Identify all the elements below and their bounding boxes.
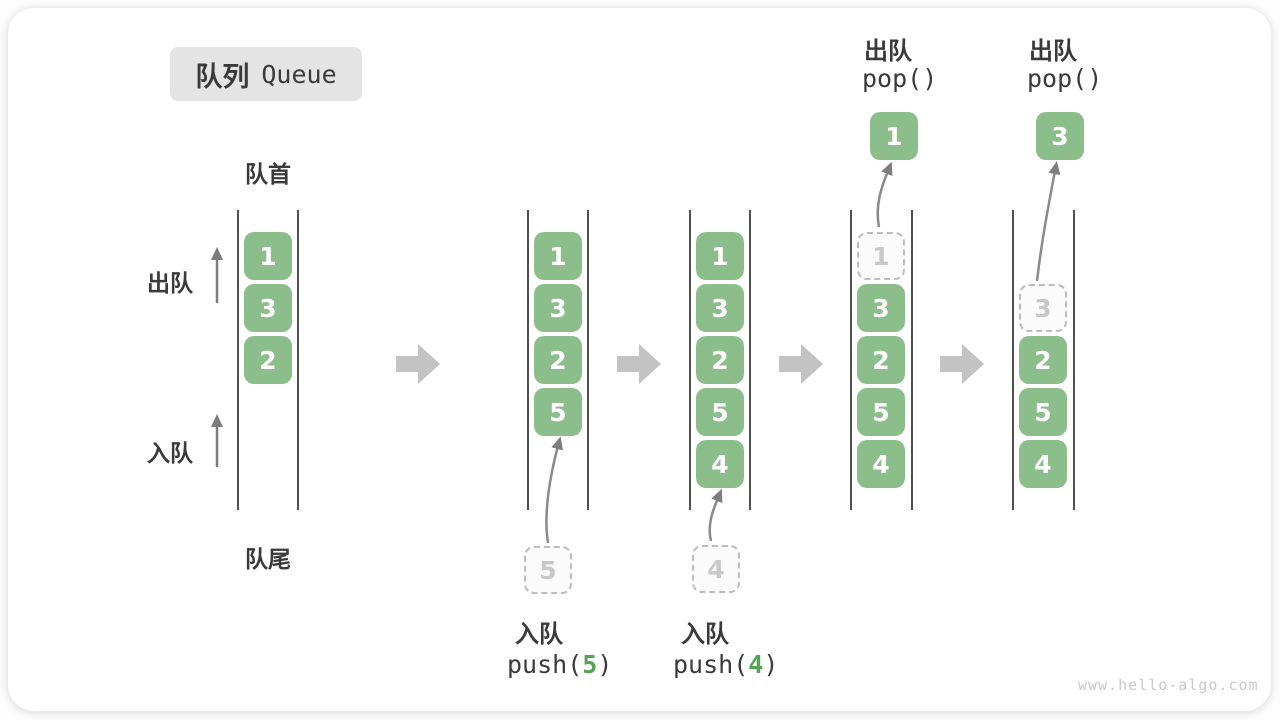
queue2-cell: 3 — [534, 284, 582, 332]
queue1-cell: 3 — [244, 284, 292, 332]
label-queue-front: 队首 — [245, 162, 291, 188]
queue2-caption-action: 入队 — [515, 620, 563, 648]
queue2-cell: 2 — [534, 336, 582, 384]
diagram-card — [8, 8, 1271, 711]
label-enqueue-left: 入队 — [147, 441, 193, 467]
queue5-cell: 5 — [1019, 388, 1067, 436]
queue3-incoming-ghost: 4 — [692, 545, 740, 593]
fn-pre: push( — [507, 650, 583, 679]
watermark: www.hello-algo.com — [1078, 676, 1259, 694]
title-box: 队列 Queue — [170, 47, 362, 101]
queue3-cell: 3 — [696, 284, 744, 332]
queue4-cell: 3 — [857, 284, 905, 332]
queue4-caption-fn: pop() — [862, 64, 938, 93]
title-en: Queue — [261, 59, 337, 89]
queue5-right-wall — [1073, 210, 1075, 510]
queue4-cell: 5 — [857, 388, 905, 436]
queue4-right-wall — [911, 210, 913, 510]
queue5-popped-cell: 3 — [1036, 112, 1084, 160]
queue3-cell: 1 — [696, 232, 744, 280]
queue1-left-wall — [237, 210, 239, 510]
queue5-cell: 2 — [1019, 336, 1067, 384]
queue1-right-wall — [297, 210, 299, 510]
queue2-incoming-ghost: 5 — [524, 546, 572, 594]
fn-pre: push( — [673, 650, 749, 679]
queue3-left-wall — [689, 210, 691, 510]
label-queue-rear: 队尾 — [245, 547, 291, 573]
queue4-cell: 4 — [857, 440, 905, 488]
queue2-caption-fn: push(5) — [507, 650, 612, 679]
queue3-right-wall — [749, 210, 751, 510]
fn-arg: 4 — [748, 650, 764, 679]
queue2-right-wall — [587, 210, 589, 510]
queue1-cell: 2 — [244, 336, 292, 384]
queue3-caption-fn: push(4) — [673, 650, 778, 679]
queue4-left-wall — [850, 210, 852, 510]
queue3-caption-action: 入队 — [681, 620, 729, 648]
queue1-cell: 1 — [244, 232, 292, 280]
fn-arg: 5 — [582, 650, 598, 679]
queue2-cell: 1 — [534, 232, 582, 280]
queue3-cell: 5 — [696, 388, 744, 436]
title-zh: 队列 — [195, 61, 250, 93]
label-dequeue-left: 出队 — [147, 271, 193, 297]
queue3-cell: 2 — [696, 336, 744, 384]
queue4-ghost-cell: 1 — [857, 232, 905, 280]
queue5-caption-fn: pop() — [1027, 64, 1103, 93]
queue5-cell: 4 — [1019, 440, 1067, 488]
queue2-cell: 5 — [534, 388, 582, 436]
queue5-caption-action: 出队 — [1029, 37, 1077, 65]
queue3-cell: 4 — [696, 440, 744, 488]
queue4-cell: 2 — [857, 336, 905, 384]
queue4-caption-action: 出队 — [864, 37, 912, 65]
queue5-left-wall — [1012, 210, 1014, 510]
queue5-ghost-cell: 3 — [1019, 284, 1067, 332]
fn-post: ) — [763, 650, 779, 679]
queue2-left-wall — [527, 210, 529, 510]
queue4-popped-cell: 1 — [870, 112, 918, 160]
fn-post: ) — [597, 650, 613, 679]
